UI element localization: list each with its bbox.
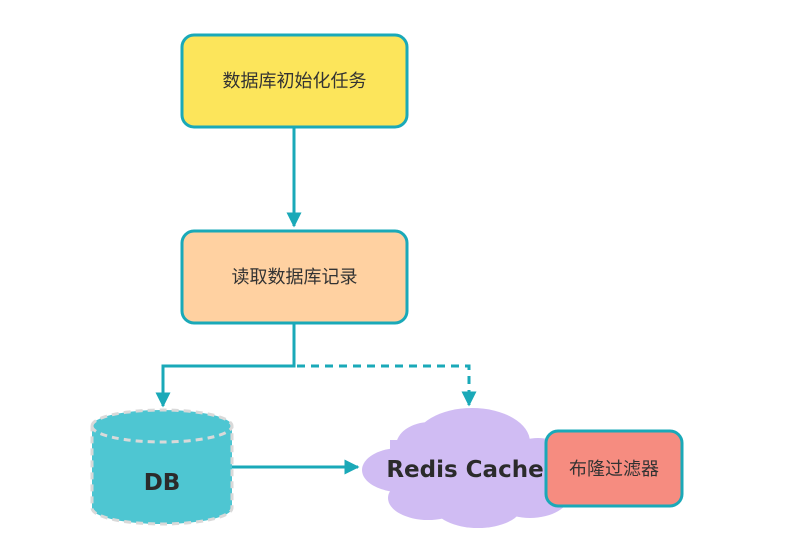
- node-bloom-filter[interactable]: 布隆过滤器: [544, 429, 684, 508]
- db-label: DB: [144, 470, 181, 496]
- edge-read-to-db: [155, 324, 296, 408]
- init-task-box: [180, 33, 409, 129]
- node-redis-cache[interactable]: Redis Cache: [362, 408, 572, 528]
- db-cylinder-rim: [90, 425, 234, 444]
- redis-cache-label: Redis Cache: [386, 457, 543, 483]
- read-records-label: 读取数据库记录: [232, 267, 358, 288]
- db-cylinder-icon: [90, 408, 234, 526]
- node-init-task[interactable]: 数据库初始化任务: [180, 33, 409, 129]
- init-task-label: 数据库初始化任务: [223, 71, 367, 92]
- edge-read-to-redis-dashed: [297, 364, 477, 407]
- bloom-filter-label: 布隆过滤器: [569, 459, 659, 480]
- node-db[interactable]: DB: [90, 408, 234, 526]
- cloud-icon: [362, 408, 572, 528]
- node-read-records[interactable]: 读取数据库记录: [180, 229, 409, 325]
- bloom-filter-box: [544, 429, 684, 508]
- read-records-box: [180, 229, 409, 325]
